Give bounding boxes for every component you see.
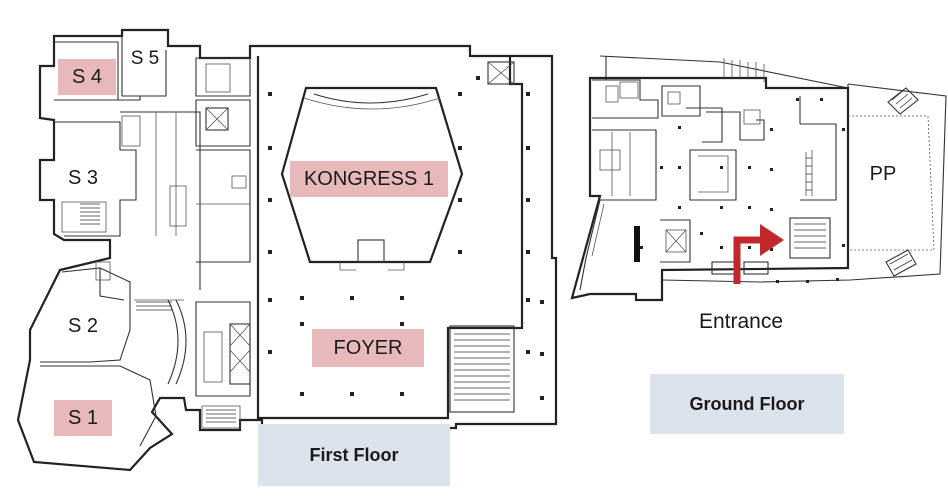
room-label-s1: S 1 [54,400,112,436]
route-arrow [733,224,784,284]
stair-ext-south [885,249,917,277]
columns-ground-floor [640,98,845,283]
stair-core-south [201,405,241,429]
stair-foyer [449,325,515,413]
stair-ext-north [887,87,919,115]
room-label-s2: S 2 [67,314,99,337]
stair-ground-lobby [789,217,831,259]
first-floor-caption: First Floor [258,424,450,486]
stair-s2 [136,301,172,311]
entrance-label: Entrance [698,310,784,333]
room-label-s4: S 4 [58,59,116,95]
ground-floor-plan [570,55,947,302]
ground-floor-caption: Ground Floor [650,374,844,434]
room-label-s5: S 5 [130,48,160,69]
stair-ground-north [805,150,813,196]
stair-west [61,201,107,233]
columns-first-floor [268,76,544,400]
room-label-pp: PP [869,162,897,185]
room-label-kongress-1: KONGRESS 1 [290,161,448,197]
first-floor-plan [16,28,558,472]
room-label-foyer: FOYER [312,329,424,367]
room-label-s3: S 3 [67,166,99,189]
